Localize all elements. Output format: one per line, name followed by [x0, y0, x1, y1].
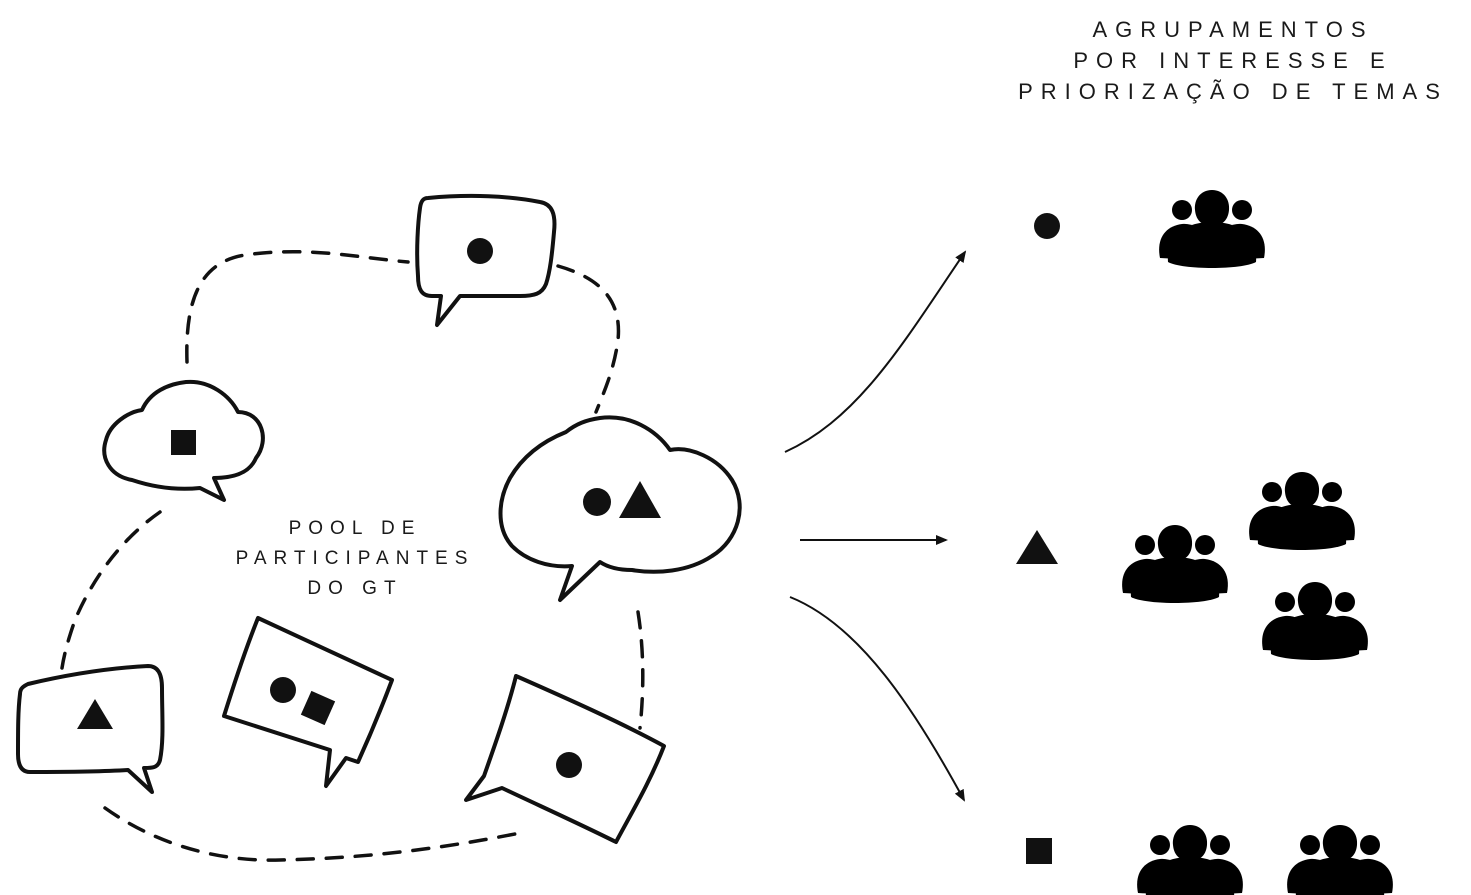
- group-triangle-symbol: [1016, 530, 1058, 564]
- speech-bubble-triangle: [16, 664, 165, 794]
- speech-bubble-circle-square: [222, 616, 394, 788]
- circle-symbol: [270, 677, 296, 703]
- people-group-icon: [1159, 190, 1265, 268]
- group-square-symbol: [1026, 838, 1052, 864]
- circle-symbol: [583, 488, 611, 516]
- speech-bubble-circle-bottom: [464, 674, 666, 844]
- dashed-connector: [556, 264, 621, 414]
- arrow-to-circle-group: [784, 250, 967, 453]
- circle-symbol: [556, 752, 582, 778]
- triangle-symbol: [619, 481, 661, 518]
- dashed-connector: [636, 610, 645, 730]
- circle-symbol: [467, 238, 493, 264]
- arrow-to-square-group: [789, 596, 965, 802]
- square-symbol: [300, 690, 336, 726]
- groupings-heading: AGRUPAMENTOS POR INTERESSE E PRIORIZAÇÃO…: [985, 14, 1471, 107]
- heading-line-3: PRIORIZAÇÃO DE TEMAS: [1018, 79, 1448, 104]
- participant-pool-label: POOL DE PARTICIPANTES DO GT: [195, 514, 515, 604]
- group-circle-symbol: [1034, 213, 1060, 239]
- pool-label-line-3: DO GT: [307, 578, 403, 599]
- pool-label-line-1: POOL DE: [288, 518, 422, 539]
- pool-label-line-2: PARTICIPANTES: [235, 548, 475, 569]
- people-group-icon: [1249, 472, 1355, 550]
- speech-bubble-circle-triangle-cloud: [498, 415, 742, 602]
- heading-line-2: POR INTERESSE E: [1073, 48, 1393, 73]
- heading-line-1: AGRUPAMENTOS: [1092, 17, 1374, 42]
- people-group-icon: [1287, 825, 1393, 895]
- speech-bubble-circle-top: [415, 193, 557, 327]
- people-group-icon: [1262, 582, 1368, 660]
- people-group-icon: [1137, 825, 1243, 895]
- dashed-connector: [103, 806, 527, 862]
- triangle-symbol: [77, 699, 113, 729]
- speech-bubble-square-cloud: [102, 379, 265, 502]
- dashed-connector: [185, 250, 410, 364]
- people-group-icon: [1122, 525, 1228, 603]
- square-symbol: [171, 430, 196, 455]
- dashed-connector: [60, 510, 162, 670]
